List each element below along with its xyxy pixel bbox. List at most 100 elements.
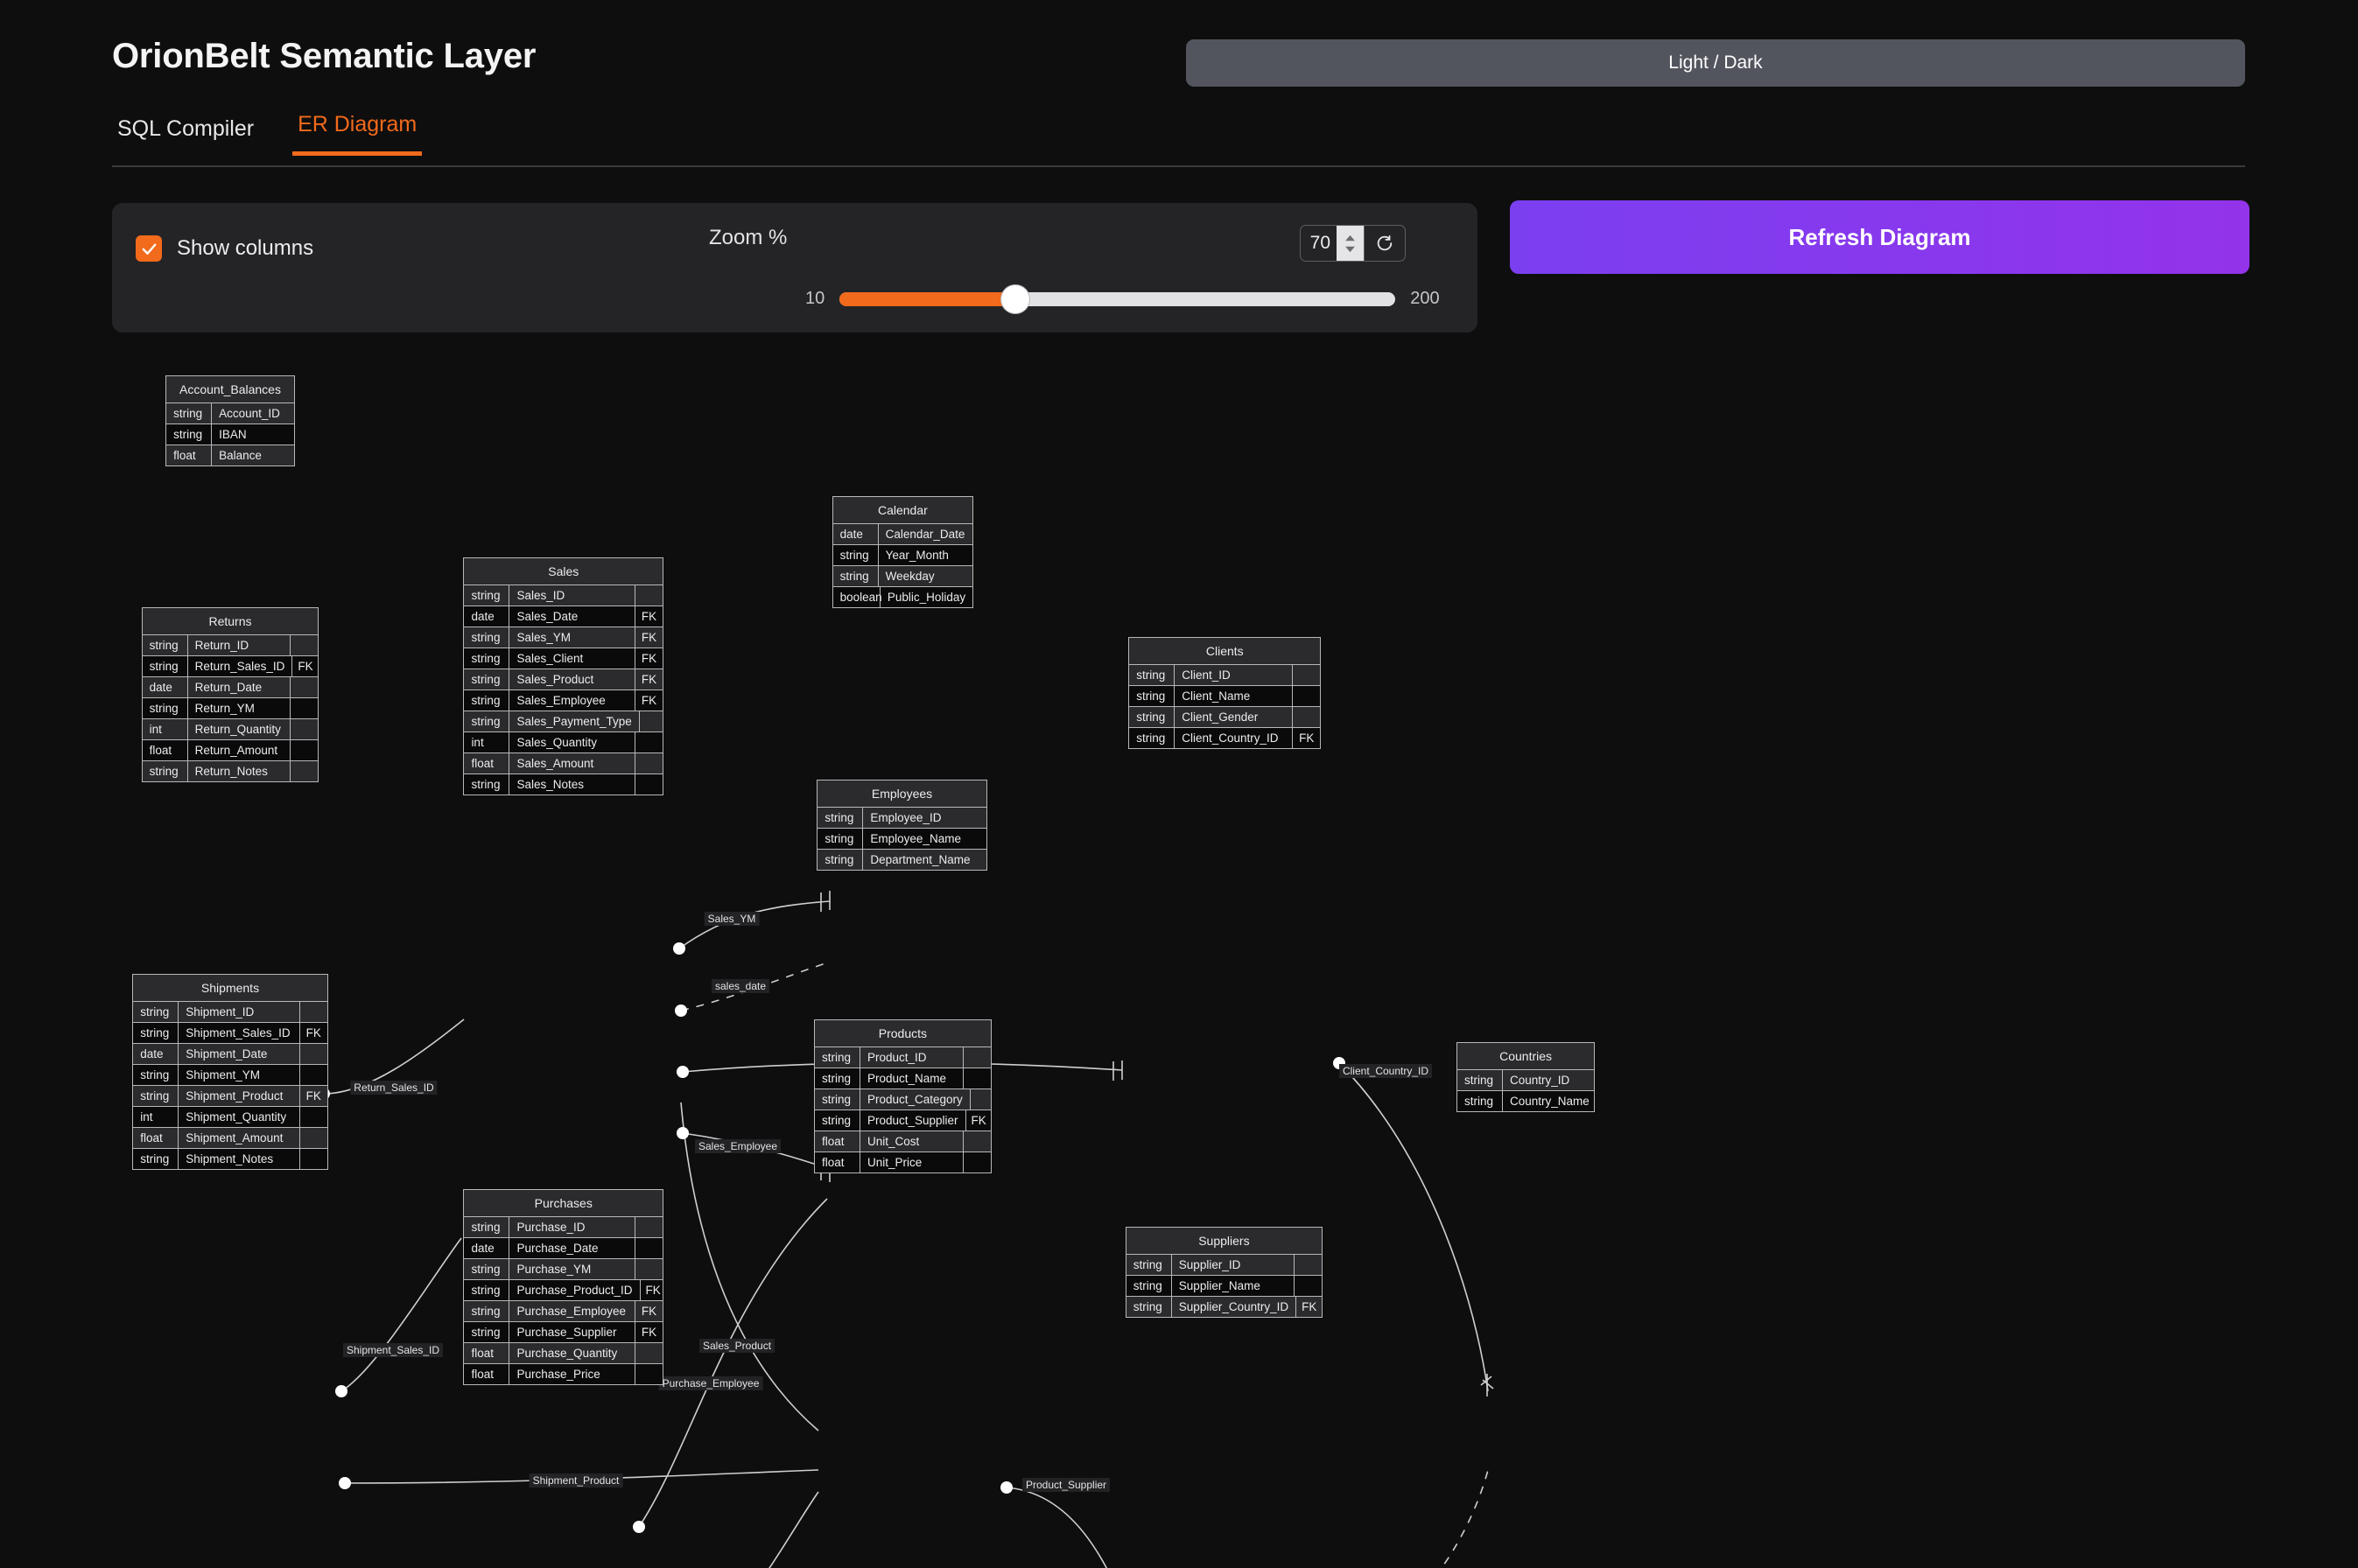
entity-column-row: date Return_Date (142, 676, 319, 698)
column-name: Purchase_ID (516, 1221, 586, 1235)
entity-column-row: string Purchase_Employee FK (464, 1301, 663, 1323)
column-name: Year_Month (885, 548, 949, 562)
column-type: string (1126, 1255, 1172, 1276)
column-key-badge (290, 760, 318, 781)
column-name: Client_Name (1182, 690, 1251, 704)
column-name: Sales_Product (516, 673, 594, 687)
er-diagram-canvas[interactable]: Sales_YM sales_date Sales_Client Sales_E… (0, 354, 2358, 1568)
entity-title: Products (814, 1019, 991, 1047)
column-key-badge: FK (635, 606, 663, 627)
column-name: Sales_ID (516, 589, 565, 603)
column-type: string (464, 585, 510, 606)
column-key-badge: FK (635, 1301, 663, 1322)
column-key-badge (298, 1044, 327, 1065)
column-name: Product_ID (867, 1050, 927, 1064)
column-name: Shipment_ID (186, 1005, 255, 1019)
column-type: string (464, 690, 510, 711)
column-key-badge (298, 1002, 327, 1023)
reset-icon[interactable] (1364, 226, 1405, 261)
column-key-badge (635, 1238, 663, 1259)
entity-column-row: string Sales_ID (464, 585, 663, 607)
zoom-slider-thumb[interactable] (1000, 284, 1029, 313)
column-name: Purchase_Employee (516, 1305, 627, 1319)
tab-er-diagram[interactable]: ER Diagram (292, 112, 423, 156)
zoom-slider[interactable] (839, 284, 1396, 313)
column-key-badge: FK (635, 1322, 663, 1343)
column-name: Employee_Name (870, 832, 961, 846)
column-type: string (143, 697, 188, 718)
column-name: Purchase_Product_ID (516, 1284, 633, 1298)
column-type: string (464, 627, 510, 648)
zoom-slider-max-label: 200 (1410, 289, 1440, 308)
column-type: float (143, 739, 188, 760)
column-key-badge (635, 1343, 663, 1364)
refresh-diagram-button[interactable]: Refresh Diagram (1510, 200, 2249, 274)
column-name: Sales_Date (516, 610, 579, 624)
column-name: Return_YM (194, 701, 255, 715)
entity-title: Account_Balances (166, 376, 294, 404)
column-name: Sales_Employee (516, 694, 606, 708)
column-name: Return_ID (194, 638, 249, 652)
column-name: IBAN (219, 428, 247, 442)
edge-label-shipment-product: Shipment_Product (529, 1474, 623, 1488)
column-name: Return_Date (194, 680, 263, 694)
column-key-badge (1292, 707, 1320, 728)
column-type: string (133, 1023, 179, 1044)
edge-label-sales-employee: Sales_Employee (694, 1139, 782, 1153)
column-key-badge (290, 697, 318, 718)
entity-title: Calendar (832, 496, 973, 524)
column-key-badge (298, 1149, 327, 1170)
column-type: string (1129, 686, 1175, 707)
column-name: Return_Sales_ID (194, 659, 285, 673)
stepper-arrows-icon[interactable] (1337, 226, 1364, 261)
show-columns-toggle[interactable]: Show columns (136, 235, 313, 262)
edge-label-sales-ym: Sales_YM (704, 912, 760, 926)
column-name: Sales_Amount (516, 757, 594, 771)
tab-sql-compiler[interactable]: SQL Compiler (112, 116, 259, 156)
column-key-badge: FK (635, 627, 663, 648)
theme-toggle-button[interactable]: Light / Dark (1186, 39, 2245, 87)
column-key-badge (1293, 1276, 1322, 1297)
column-name: Sales_YM (516, 631, 571, 645)
column-name: Shipment_Notes (186, 1152, 274, 1166)
column-name: Weekday (885, 569, 935, 583)
column-name: Return_Notes (194, 764, 268, 778)
column-type: string (818, 829, 864, 850)
column-name: Shipment_YM (186, 1068, 261, 1082)
column-name: Purchase_YM (516, 1263, 592, 1277)
column-type: string (833, 544, 879, 565)
zoom-stepper[interactable]: 70 (1300, 225, 1406, 262)
entity-column-row: string Employee_Name (818, 829, 986, 850)
column-type: float (464, 1343, 510, 1364)
column-type: date (143, 676, 188, 697)
column-key-badge (638, 711, 663, 732)
column-type: string (464, 1301, 510, 1322)
column-name: Purchase_Date (516, 1242, 599, 1256)
zoom-value-input[interactable]: 70 (1309, 233, 1330, 253)
column-type: float (815, 1152, 860, 1172)
